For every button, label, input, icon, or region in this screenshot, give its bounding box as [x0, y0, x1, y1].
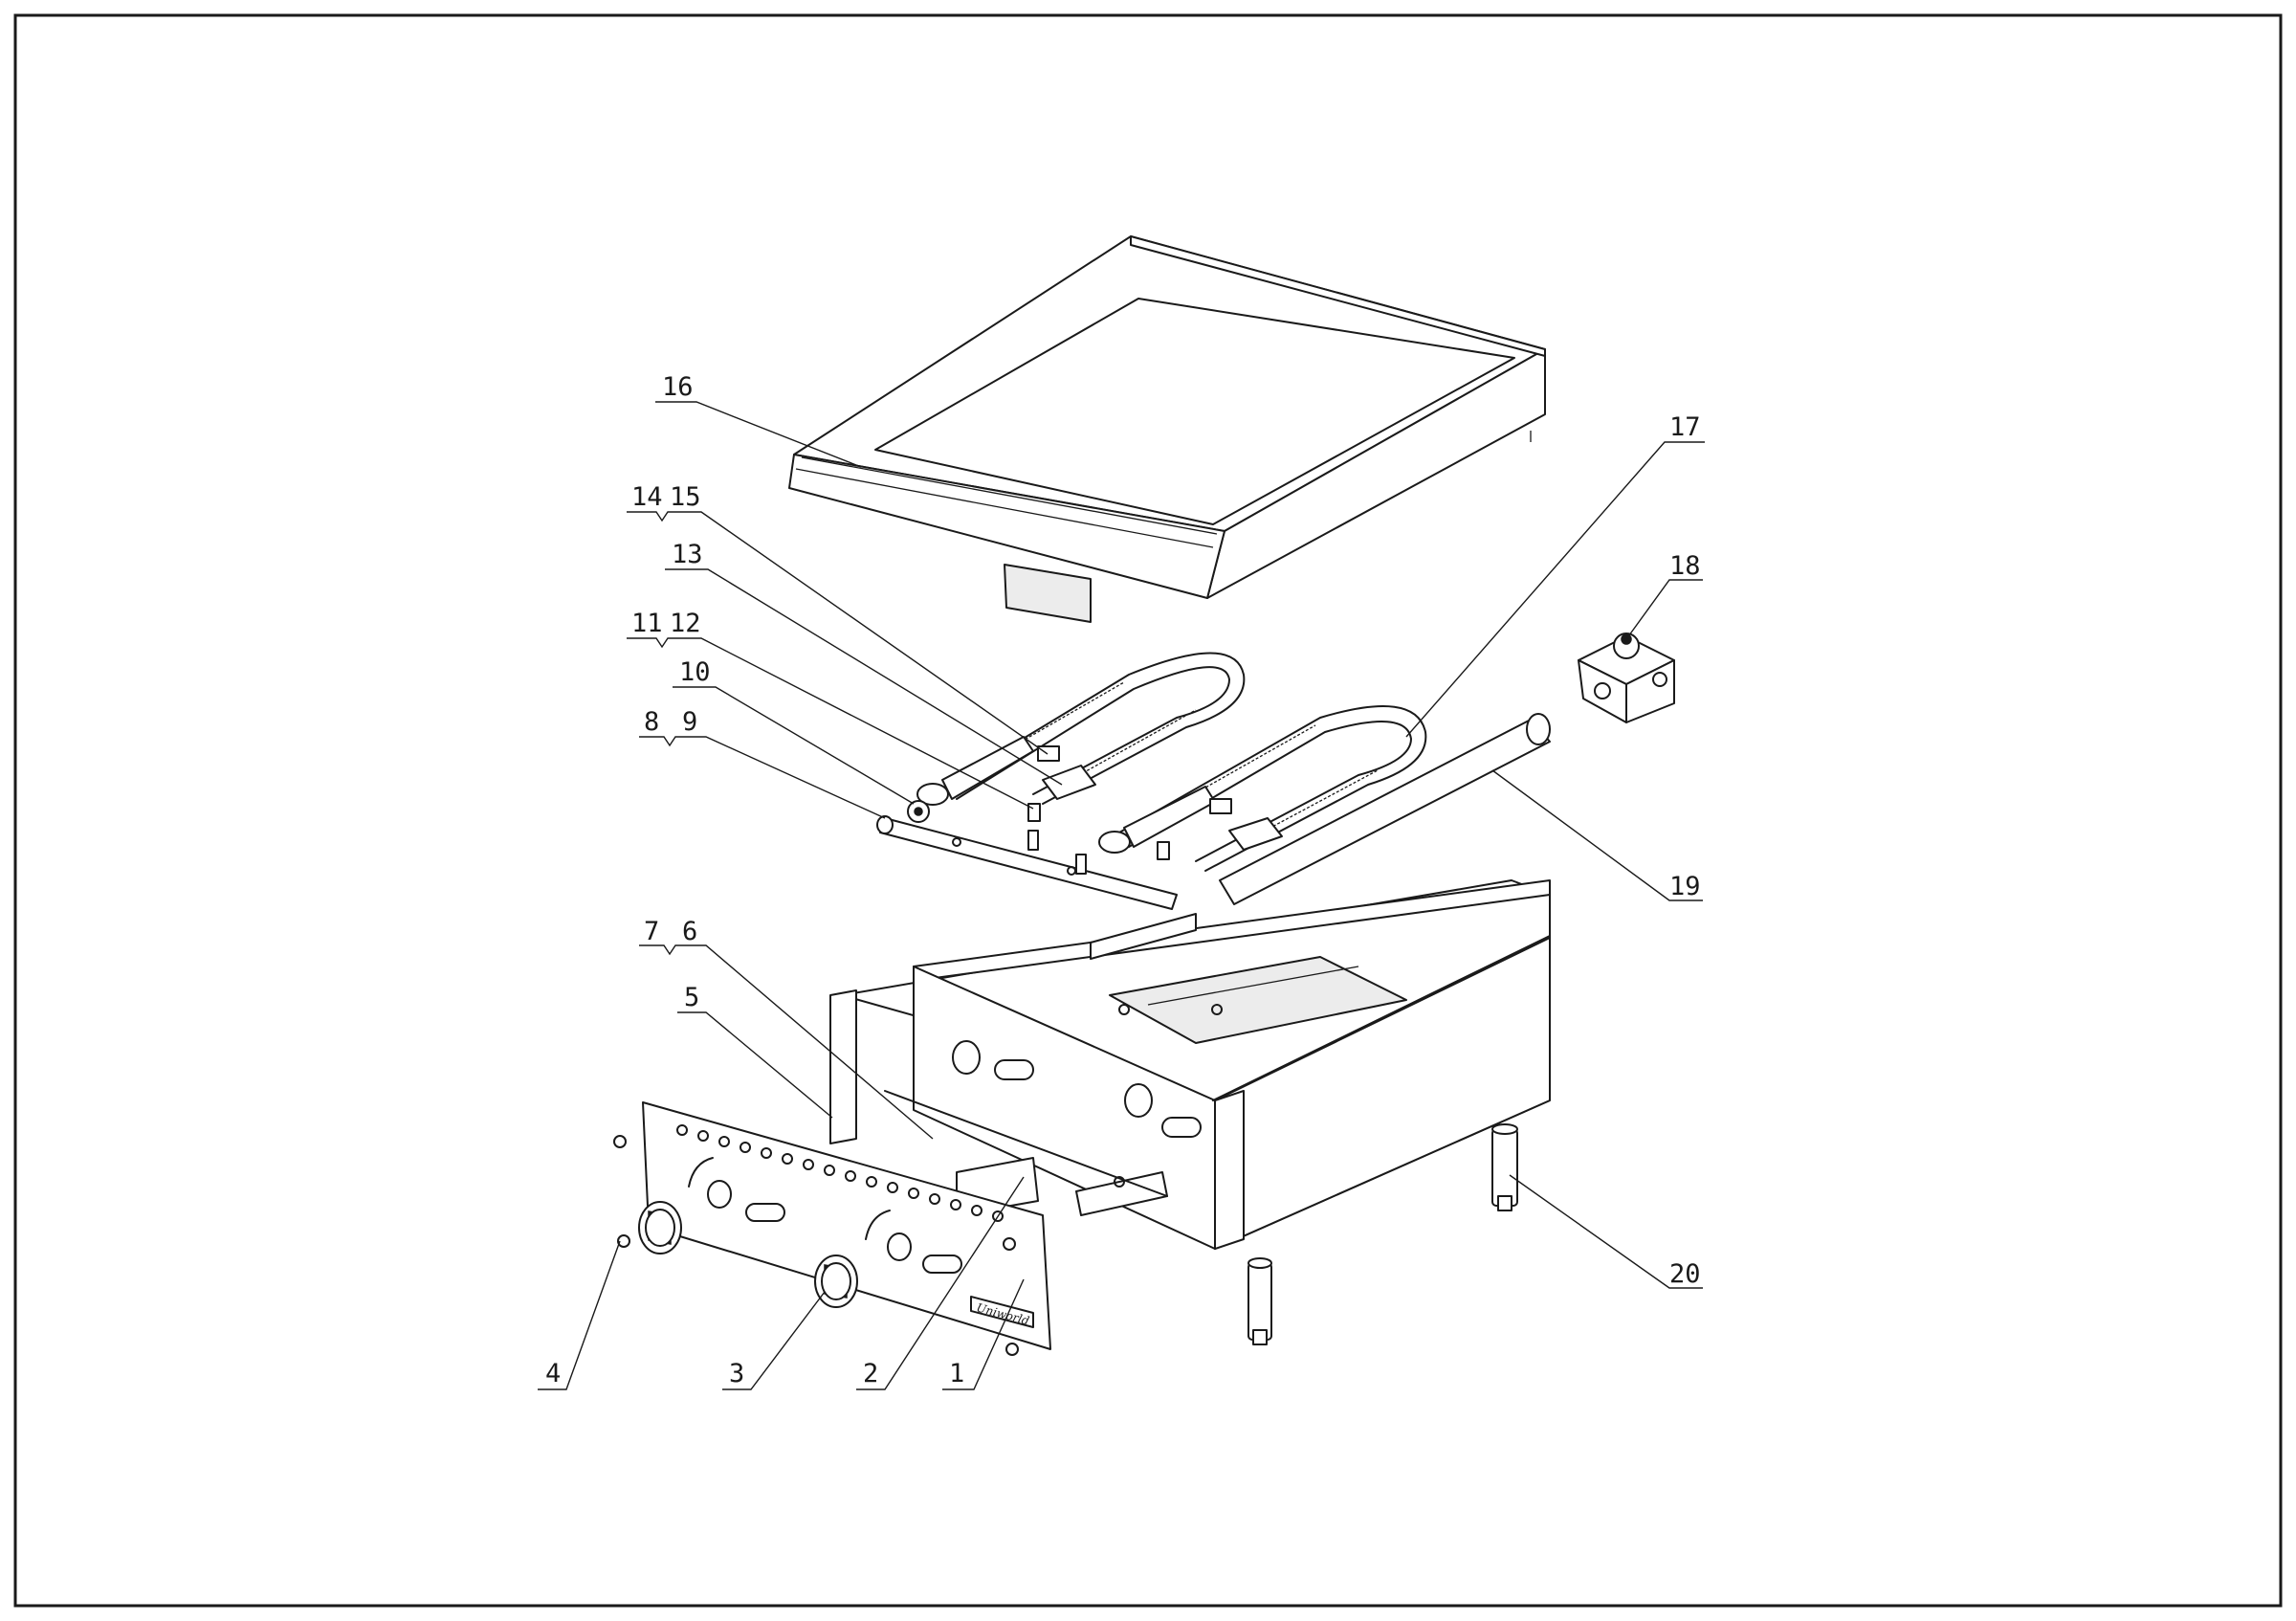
- callout-20: 20: [1509, 1174, 1703, 1289]
- callout-13: 13: [665, 540, 1063, 786]
- drawing-border: [13, 13, 2283, 1608]
- callout-18: 18: [1625, 551, 1703, 640]
- callout-10: 10: [673, 657, 915, 805]
- control-panel: Uniworld: [642, 1101, 1051, 1350]
- callout-5: 5: [677, 983, 833, 1119]
- callout-17: 17: [1405, 412, 1705, 738]
- svg-text:8: 8: [644, 707, 659, 737]
- gas-manifold: [876, 815, 1178, 910]
- griddle-plate: [788, 235, 1546, 623]
- svg-text:14: 14: [631, 482, 663, 512]
- callout-8-9: 8 9: [639, 707, 886, 819]
- svg-text:2: 2: [863, 1359, 878, 1388]
- svg-text:12: 12: [670, 609, 701, 638]
- svg-text:16: 16: [662, 372, 694, 402]
- callout-1: 1: [942, 1278, 1025, 1390]
- callout-6-7: 7 6: [639, 917, 934, 1140]
- control-knob-left: [638, 1201, 682, 1255]
- gas-regulator: [1578, 633, 1675, 723]
- burner-tube-left: [916, 652, 1246, 806]
- burner-valves: [907, 745, 1283, 860]
- svg-text:18: 18: [1669, 551, 1701, 581]
- svg-text:9: 9: [682, 707, 697, 737]
- svg-text:15: 15: [670, 482, 701, 512]
- griddle-body: [829, 879, 1551, 1250]
- svg-text:7: 7: [644, 917, 659, 946]
- callout-11-12: 11 12: [627, 609, 1034, 810]
- leg-right: [1491, 1123, 1518, 1211]
- callout-3: 3: [722, 1291, 826, 1390]
- gas-inlet-pipe: [1219, 713, 1551, 905]
- svg-text:17: 17: [1669, 412, 1701, 442]
- callout-2: 2: [856, 1176, 1025, 1390]
- panel-screws: [613, 1135, 1019, 1356]
- svg-text:11: 11: [631, 609, 663, 638]
- callout-19: 19: [1491, 769, 1703, 901]
- control-knob-right: [814, 1255, 858, 1308]
- svg-text:10: 10: [679, 657, 711, 687]
- callout-4: 4: [538, 1240, 621, 1390]
- svg-text:13: 13: [672, 540, 703, 569]
- burner-tube-right: [1098, 705, 1427, 872]
- svg-text:1: 1: [949, 1359, 964, 1388]
- callout-16: 16: [655, 372, 862, 468]
- callout-14-15: 14 15: [627, 482, 1049, 755]
- svg-text:5: 5: [684, 983, 699, 1012]
- leg-front: [1247, 1257, 1272, 1345]
- svg-text:20: 20: [1669, 1259, 1701, 1289]
- svg-text:19: 19: [1669, 872, 1701, 901]
- svg-text:4: 4: [545, 1359, 561, 1388]
- svg-text:3: 3: [729, 1359, 744, 1388]
- svg-text:6: 6: [682, 917, 697, 946]
